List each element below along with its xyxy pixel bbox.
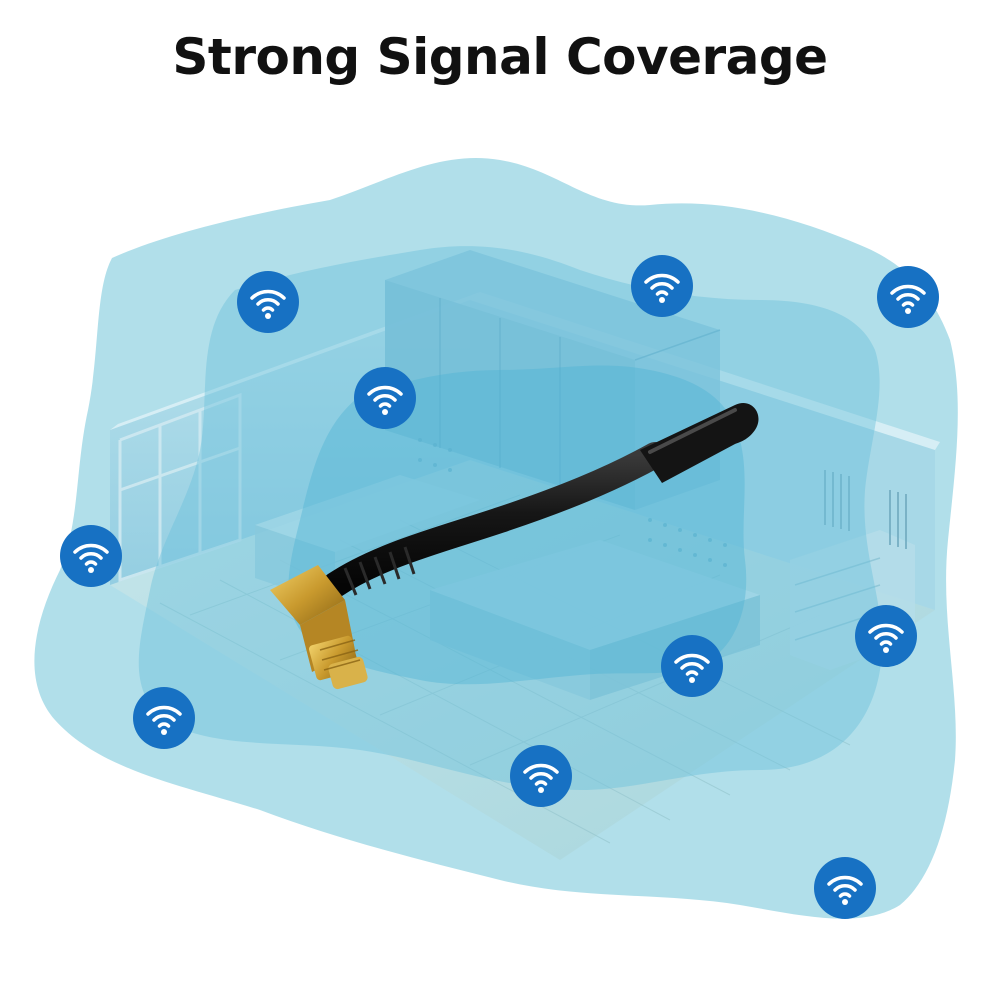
wifi-icon bbox=[510, 745, 572, 807]
wifi-icon bbox=[877, 266, 939, 328]
wifi-icon bbox=[354, 367, 416, 429]
wifi-icon bbox=[133, 687, 195, 749]
antenna-tip-highlight bbox=[648, 408, 737, 454]
left-window-frames bbox=[118, 392, 242, 583]
antenna-cable bbox=[322, 442, 668, 598]
sma-connector bbox=[270, 565, 368, 690]
left-counter bbox=[255, 475, 480, 552]
wifi-icon bbox=[855, 605, 917, 667]
center-counter bbox=[430, 540, 760, 650]
headline: Strong Signal Coverage bbox=[172, 28, 828, 86]
antenna-ribs bbox=[343, 546, 416, 596]
wifi-icon bbox=[60, 525, 122, 587]
pegboard bbox=[418, 438, 727, 567]
wifi-icon bbox=[814, 857, 876, 919]
antenna-tip bbox=[640, 403, 759, 483]
center-counter-side bbox=[430, 590, 590, 700]
cabinet-lines bbox=[439, 298, 721, 487]
wifi-icon bbox=[661, 635, 723, 697]
tall-cabinet-front bbox=[385, 280, 635, 510]
vent-grille bbox=[824, 470, 907, 549]
signal-badges bbox=[60, 255, 939, 919]
wifi-icon bbox=[237, 271, 299, 333]
antenna bbox=[270, 403, 759, 690]
wifi-icon bbox=[631, 255, 693, 317]
